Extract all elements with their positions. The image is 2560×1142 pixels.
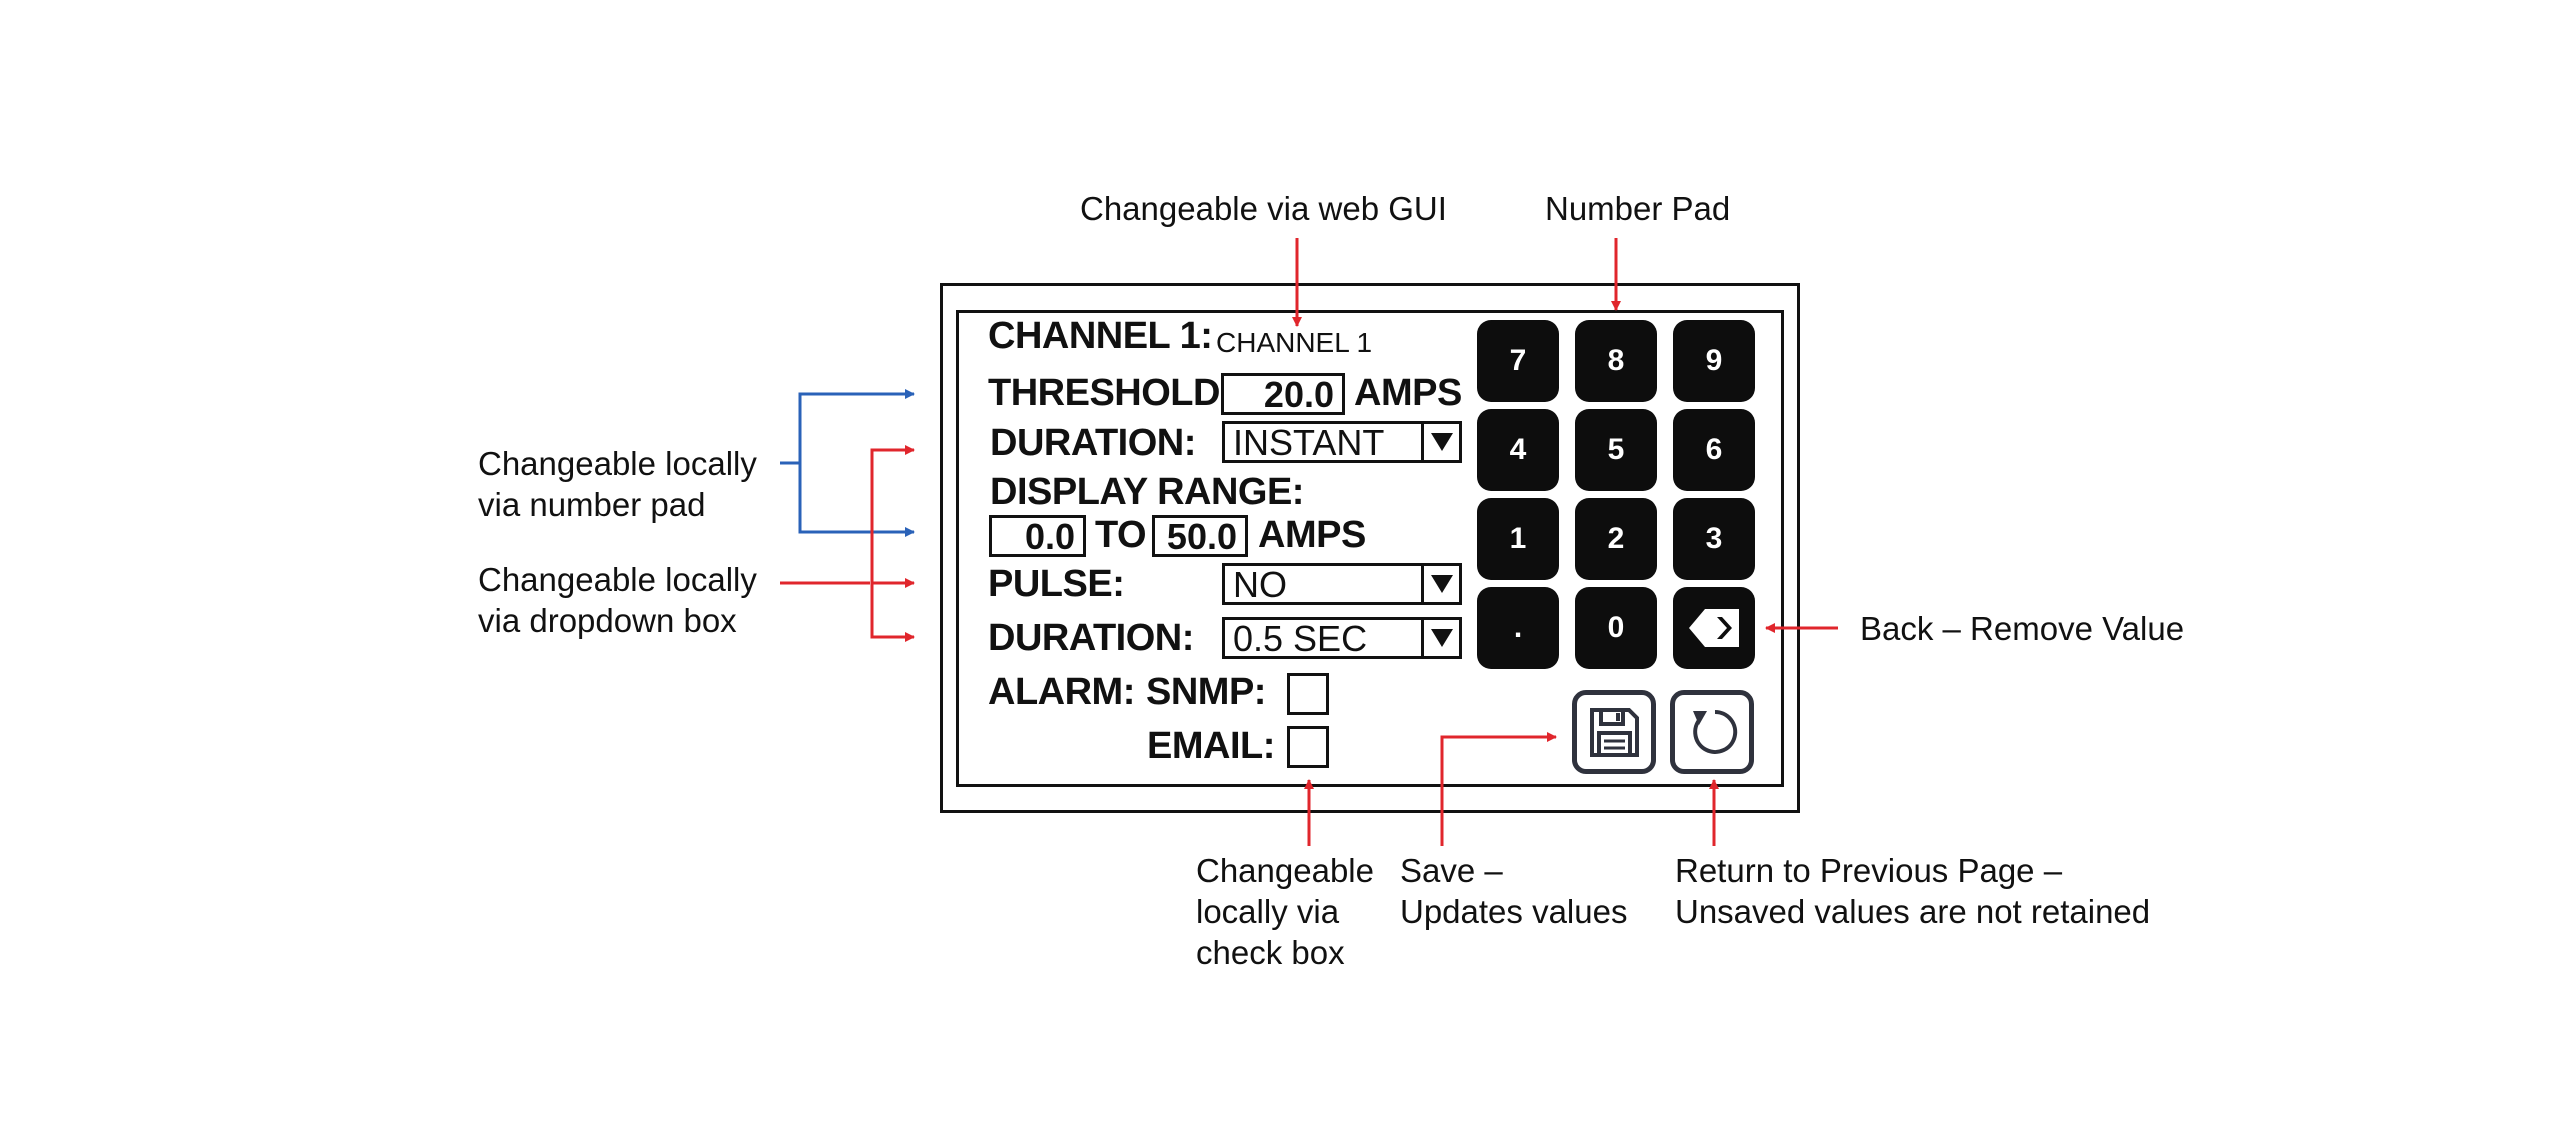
note-local-number-pad-line1: Changeable locally [478, 445, 757, 482]
duration-label: DURATION: [990, 422, 1196, 464]
chevron-down-icon[interactable] [1421, 620, 1459, 656]
floppy-disk-icon [1590, 708, 1639, 757]
chevron-down-icon[interactable] [1421, 566, 1459, 602]
key-8[interactable]: 8 [1575, 320, 1657, 402]
duration-dropdown[interactable]: INSTANT [1222, 421, 1462, 463]
note-checkbox-line1: Changeable [1196, 852, 1374, 889]
threshold-unit: AMPS [1354, 372, 1462, 414]
note-number-pad: Number Pad [1545, 190, 1731, 227]
email-checkbox[interactable] [1287, 726, 1329, 768]
threshold-input[interactable]: 20.0 [1221, 373, 1345, 415]
chevron-down-icon[interactable] [1421, 424, 1459, 460]
key-9[interactable]: 9 [1673, 320, 1755, 402]
key-7[interactable]: 7 [1477, 320, 1559, 402]
note-local-dropdown-line1: Changeable locally [478, 561, 757, 598]
key-decimal[interactable]: . [1477, 587, 1559, 669]
screen-inner-frame [956, 310, 1784, 787]
save-button[interactable] [1572, 690, 1656, 774]
pulse-duration-dropdown-value: 0.5 SEC [1233, 618, 1368, 659]
note-checkbox-line3: check box [1196, 934, 1345, 971]
pulse-dropdown-value: NO [1233, 564, 1287, 605]
key-3[interactable]: 3 [1673, 498, 1755, 580]
display-range-label: DISPLAY RANGE: [990, 471, 1304, 513]
note-save: Save – Updates values [1400, 850, 1627, 932]
pulse-duration-dropdown[interactable]: 0.5 SEC [1222, 617, 1462, 659]
alarm-label: ALARM: [988, 671, 1135, 713]
note-return-line2: Unsaved values are not retained [1675, 893, 2151, 930]
range-max-input[interactable]: 50.0 [1152, 515, 1248, 557]
pulse-label: PULSE: [988, 563, 1125, 605]
snmp-label: SNMP: [1146, 671, 1266, 713]
note-web-gui: Changeable via web GUI [1080, 190, 1447, 227]
key-4[interactable]: 4 [1477, 409, 1559, 491]
note-local-number-pad-line2: via number pad [478, 486, 706, 523]
range-to-label: TO [1095, 514, 1147, 556]
threshold-label: THRESHOLD: [988, 372, 1233, 414]
note-save-line1: Save – [1400, 852, 1503, 889]
screen-outer-frame [940, 283, 1800, 813]
note-save-line2: Updates values [1400, 893, 1628, 930]
key-1[interactable]: 1 [1477, 498, 1559, 580]
note-local-number-pad: Changeable locally via number pad [478, 443, 757, 525]
key-5[interactable]: 5 [1575, 409, 1657, 491]
channel-label: CHANNEL 1: [988, 315, 1213, 357]
email-label: EMAIL: [1147, 725, 1275, 767]
note-return-line1: Return to Previous Page – [1675, 852, 2063, 889]
backspace-icon [1689, 609, 1739, 647]
key-0[interactable]: 0 [1575, 587, 1657, 669]
key-6[interactable]: 6 [1673, 409, 1755, 491]
pulse-duration-label: DURATION: [988, 617, 1194, 659]
duration-dropdown-value: INSTANT [1233, 422, 1385, 463]
note-back: Back – Remove Value [1860, 610, 2185, 647]
note-checkbox: Changeable locally via check box [1196, 850, 1374, 973]
snmp-checkbox[interactable] [1287, 673, 1329, 715]
note-return: Return to Previous Page – Unsaved values… [1675, 850, 2150, 932]
backspace-key[interactable] [1673, 587, 1755, 669]
pulse-dropdown[interactable]: NO [1222, 563, 1462, 605]
note-local-dropdown: Changeable locally via dropdown box [478, 559, 757, 641]
note-checkbox-line2: locally via [1196, 893, 1340, 930]
range-min-input[interactable]: 0.0 [989, 515, 1086, 557]
return-button[interactable] [1670, 690, 1754, 774]
channel-name: CHANNEL 1 [1216, 327, 1373, 358]
return-arrow-icon [1693, 709, 1738, 754]
note-local-dropdown-line2: via dropdown box [478, 602, 737, 639]
range-unit: AMPS [1258, 514, 1366, 556]
key-2[interactable]: 2 [1575, 498, 1657, 580]
